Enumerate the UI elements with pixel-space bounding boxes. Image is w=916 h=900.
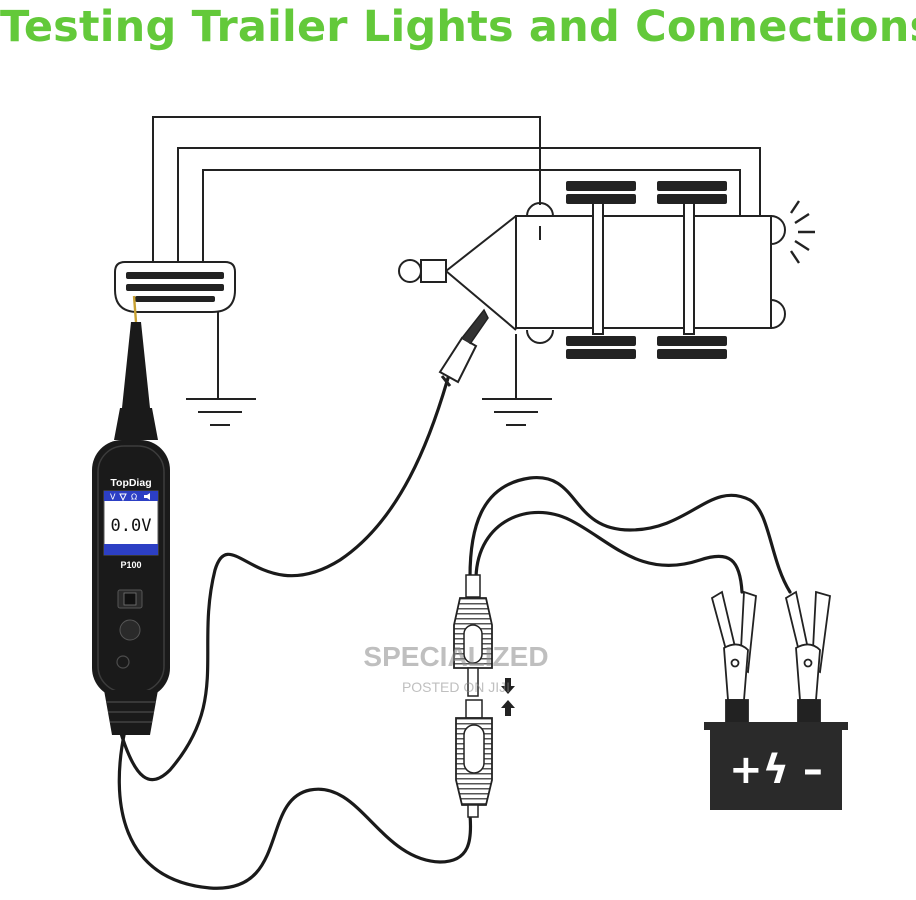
device-brand: TopDiag xyxy=(110,477,151,489)
trailer-connector xyxy=(114,261,236,398)
page-title: Testing Trailer Lights and Connections xyxy=(0,2,916,52)
diode-icon xyxy=(119,493,127,502)
trailer xyxy=(398,199,815,344)
battery-clamp-positive xyxy=(710,590,757,725)
battery-symbols: +ϟ – xyxy=(729,747,823,793)
ground-symbol-left xyxy=(186,398,256,426)
battery-clamp-negative xyxy=(784,590,831,725)
trailer-wheels xyxy=(566,181,727,359)
voltage-reading: 0.0V xyxy=(111,516,152,536)
connect-arrows-icon xyxy=(501,678,515,716)
lamp-light-rays xyxy=(790,200,815,264)
ground-alligator-clip xyxy=(438,308,489,387)
device-model: P100 xyxy=(120,560,141,570)
car-battery: +ϟ – xyxy=(704,722,848,810)
cable-plug-lower xyxy=(455,699,493,818)
mode-icon-ohm: Ω xyxy=(131,493,137,502)
ground-symbol-right xyxy=(482,334,552,426)
watermark-line1: SPECIALIZED xyxy=(363,641,548,672)
watermark-line2: POSTED ON JIJI xyxy=(402,679,510,695)
speaker-icon xyxy=(144,493,150,500)
circuit-tester-device: TopDiag V Ω 0.0V P100 xyxy=(92,295,170,735)
tester-cables xyxy=(117,376,792,890)
cable-plug-upper xyxy=(453,574,493,697)
watermark: SPECIALIZED POSTED ON JIJI xyxy=(363,641,548,695)
mode-icon-volt: V xyxy=(110,493,116,502)
